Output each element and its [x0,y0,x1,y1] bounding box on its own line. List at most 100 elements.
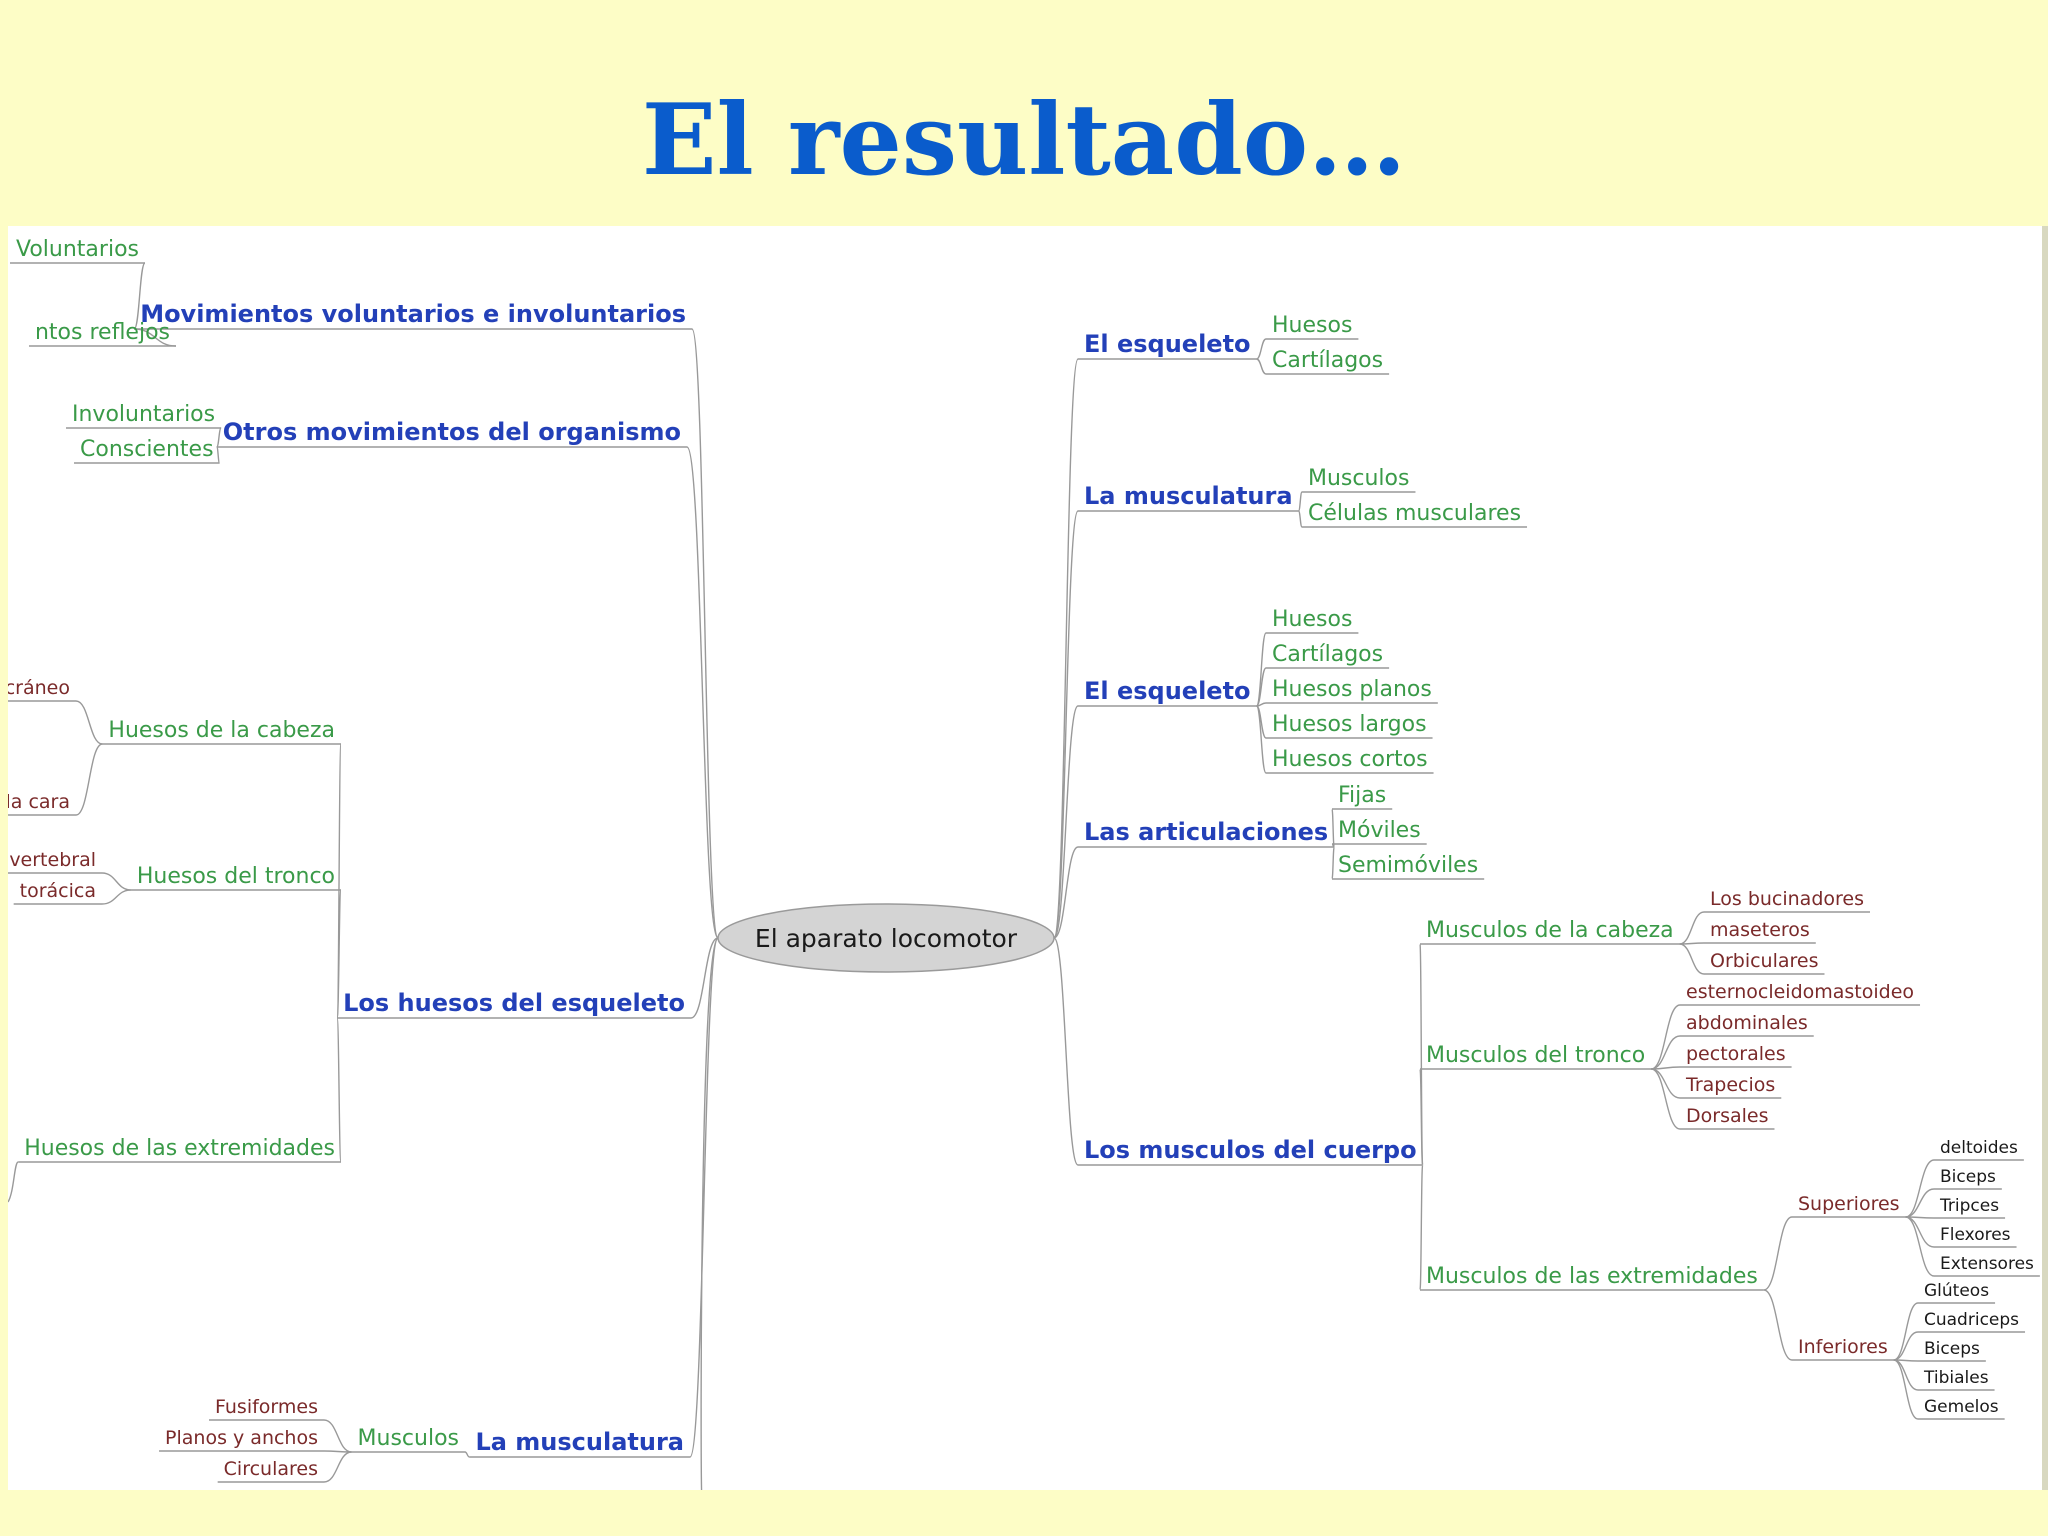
node-celulas-musculares: Células musculares [1308,501,1521,526]
slide-title: El resultado… [641,83,1407,198]
connector-line [8,1161,19,1203]
node-huesos-de-las-extremidades: Huesos de las extremidades [24,1136,335,1161]
connector-line [1331,846,1335,880]
node-los-musculos-del-cuerpo: Los musculos del cuerpo [1084,1136,1417,1164]
node-musculos: Musculos [358,1426,459,1451]
connector-line [1905,1188,1935,1218]
node-cuadriceps: Cuadriceps [1924,1310,2019,1330]
node-musculos: Musculos [1308,466,1409,491]
connector-line [1053,846,1079,939]
connector-line [1297,491,1303,512]
root-node-label: El aparato locomotor [755,924,1018,953]
connector-line [101,872,131,891]
node-musculos-de-las-extremidades: Musculos de las extremidades [1426,1264,1758,1289]
node-flexores: Flexores [1940,1225,2011,1245]
node-el-esqueleto: El esqueleto [1084,330,1251,358]
connector-line [686,446,719,939]
connector-line [1893,1359,1919,1420]
connector-line [1893,1359,1919,1391]
connector-line [134,328,177,347]
node-la-musculatura: La musculatura [475,1428,684,1456]
node-inferiores: Inferiores [1798,1336,1888,1358]
node-musculos-de-la-cabeza: Musculos de la cabeza [1426,918,1674,943]
connector-line [1419,1164,1424,1291]
connector-line [216,427,222,448]
connector-line [1679,943,1705,975]
node-biceps: Biceps [1924,1339,1980,1359]
connector-line [1331,808,1335,848]
node-moviles: Móviles [1338,818,1421,843]
connector-line [101,889,131,905]
connector-line [1053,358,1079,939]
node-huesos-de-la-cabeza: Huesos de la cabeza [108,718,335,743]
connector-line [1651,1068,1681,1099]
connector-line [1893,1331,1919,1361]
connector-line [1763,1216,1793,1291]
node-el-esqueleto: El esqueleto [1084,677,1251,705]
connector-line [689,937,719,1458]
node-deltoides: deltoides [1940,1138,2018,1158]
connector-line [1650,1068,1681,1130]
node-superiores: Superiores [1798,1193,1900,1215]
node-ntos-reflejos: ntos reflejos [35,320,170,345]
connector-line [216,446,221,464]
connector-line [1763,1289,1793,1361]
node-tripces: Tripces [1939,1196,1999,1216]
node-los-bucinadores: Los bucinadores [1710,888,1864,910]
connector-line [1905,1159,1935,1218]
node-voluntarios: Voluntarios [16,237,139,262]
node-semimoviles: Semimóviles [1338,853,1478,878]
connector-lines [8,262,2040,1490]
node-la-cara: la cara [8,791,70,813]
node-trapecios: Trapecios [1685,1074,1775,1096]
connector-line [691,328,719,939]
node-esternocleidomastoideo: esternocleidomastoideo [1686,981,1914,1003]
connector-line [1650,1004,1681,1070]
node-las-articulaciones: Las articulaciones [1084,818,1328,846]
node-extensores: Extensores [1940,1254,2034,1274]
connector-line [75,700,103,745]
connector-line [1419,1068,1424,1166]
node-movimientos-voluntarios-e-involuntarios: Movimientos voluntarios e involuntarios [140,300,686,328]
node-circulares: Circulares [224,1458,318,1480]
node-planos-y-anchos: Planos y anchos [165,1427,318,1449]
connector-line [323,1419,352,1453]
connector-line [1905,1216,1935,1248]
connector-line [336,889,342,1019]
node-tibiales: Tibiales [1923,1368,1989,1388]
connector-line [1255,705,1267,774]
connector-line [1053,510,1079,939]
node-huesos-planos: Huesos planos [1272,677,1432,702]
node-otros-movimientos-del-organismo: Otros movimientos del organismo [223,418,681,446]
connector-line [1651,1035,1681,1070]
connector-line [1905,1216,1935,1277]
node-huesos: Huesos [1272,607,1352,632]
connector-line [1256,338,1267,360]
node-conscientes: Conscientes [80,437,214,462]
node-gemelos: Gemelos [1924,1397,1999,1417]
node-craneo: cráneo [8,677,70,699]
connector-line [1256,358,1267,375]
node-huesos-del-tronco: Huesos del tronco [137,864,335,889]
connector-line [464,1451,470,1458]
node-toracica: torácica [20,880,96,902]
node-abdominales: abdominales [1686,1012,1808,1034]
node-los-huesos-del-esqueleto: Los huesos del esqueleto [343,989,685,1017]
node-orbiculares: Orbiculares [1710,950,1819,972]
connector-line [323,1451,352,1483]
node-la-musculatura: La musculatura [1084,482,1293,510]
node-musculos-del-tronco: Musculos del tronco [1426,1043,1645,1068]
node-fusiformes: Fusiformes [215,1396,318,1418]
connector-line [1679,911,1705,945]
connector-line [1297,510,1303,528]
connector-line [336,1017,342,1163]
node-huesos-largos: Huesos largos [1272,712,1427,737]
node-vertebral: vertebral [9,849,96,871]
node-huesos-cortos: Huesos cortos [1272,747,1428,772]
node-biceps: Biceps [1940,1167,1996,1187]
node-huesos: Huesos [1272,313,1352,338]
connector-line [1053,705,1079,939]
node-involuntarios: Involuntarios [72,402,215,427]
